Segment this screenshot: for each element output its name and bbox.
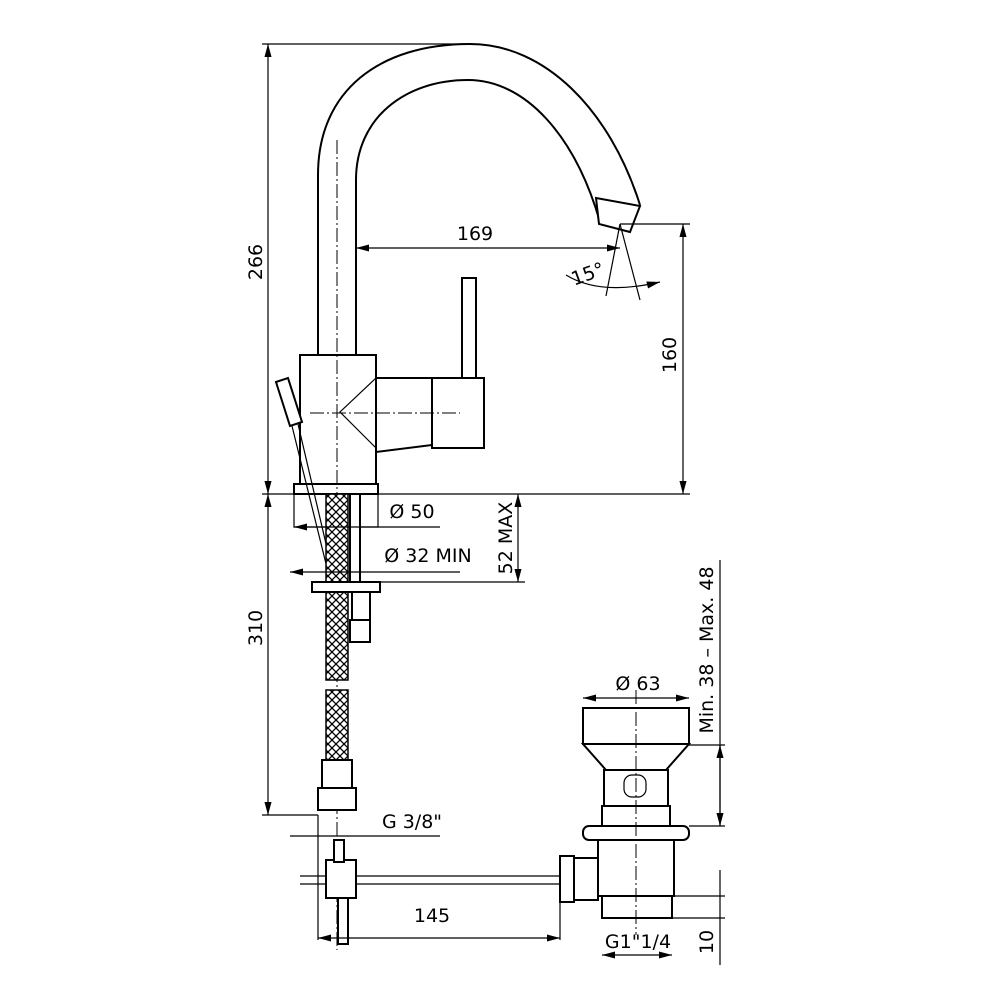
dim-deck-thickness: 52 MAX — [495, 502, 517, 575]
handle-block — [431, 377, 485, 449]
dim-rod-length: 145 — [414, 905, 450, 927]
dim-waste-diameter: Ø 63 — [615, 673, 660, 695]
pop-up-waste — [300, 690, 692, 945]
lever — [461, 277, 477, 379]
spout-inner — [355, 78, 601, 355]
pull-rod-top — [274, 376, 304, 428]
hose-nut — [317, 787, 357, 811]
dim-spout-angle: 15° — [568, 258, 607, 290]
dim-thread-length: 10 — [696, 930, 718, 954]
dim-hose-length: 310 — [245, 610, 267, 646]
fixing-plate — [311, 581, 381, 593]
dim-base-diameter: Ø 50 — [389, 501, 434, 523]
spout-outer — [317, 42, 641, 355]
dim-spout-height: 160 — [659, 337, 681, 373]
dim-hole-diameter: Ø 32 MIN — [384, 545, 471, 567]
dim-hose-thread: G 3/8" — [382, 811, 442, 833]
hose-braided-lower — [325, 689, 349, 761]
dimension-lines — [262, 43, 725, 965]
dimension-labels: 266 169 15° 160 Ø 50 Ø 32 MIN 52 MAX 310… — [245, 223, 718, 954]
dim-waste-thread: G1"1/4 — [605, 931, 671, 953]
cartridge — [375, 377, 433, 454]
spout-tip — [594, 196, 642, 234]
rod-clamp — [325, 859, 357, 899]
dim-waste-range: Min. 38 – Max. 48 — [696, 566, 718, 733]
hoses — [311, 493, 381, 811]
dim-total-height: 266 — [245, 244, 267, 280]
dim-spout-reach: 169 — [457, 223, 493, 245]
mixer-body — [299, 354, 377, 486]
